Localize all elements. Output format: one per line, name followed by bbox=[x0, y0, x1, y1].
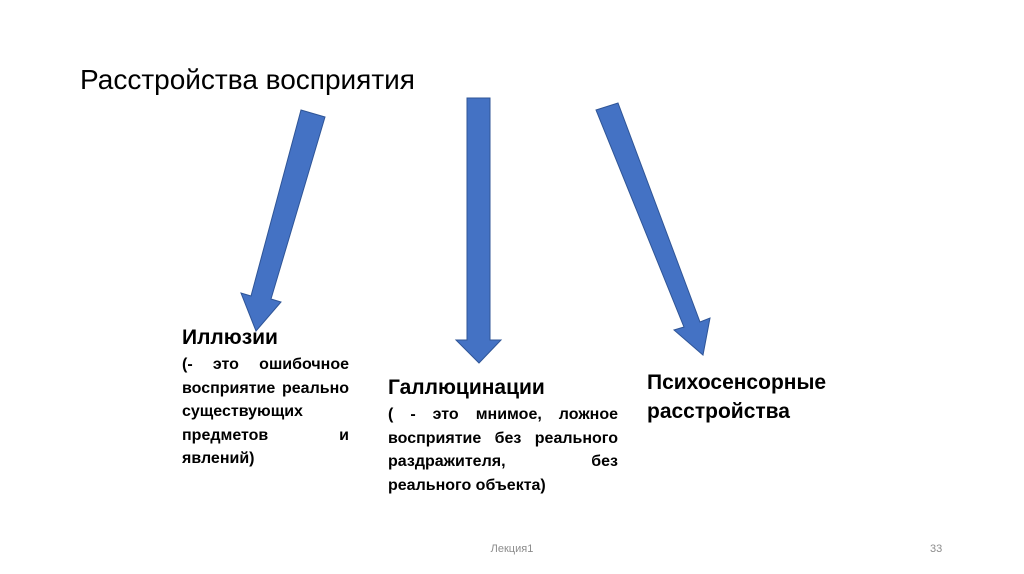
arrow-to-illusions bbox=[240, 109, 326, 332]
node-illusions: Иллюзии (- это ошибочное восприятие реал… bbox=[182, 325, 349, 471]
arrow-to-psychosensory bbox=[595, 102, 711, 356]
slide-title: Расстройства восприятия bbox=[80, 64, 415, 95]
node-hallucinations-heading: Галлюцинации bbox=[388, 376, 545, 399]
page-number: 33 bbox=[930, 543, 943, 555]
node-hallucinations: Галлюцинации ( - это мнимое, ложное восп… bbox=[388, 375, 618, 497]
node-hallucinations-description: ( - это мнимое, ложное восприятие без ре… bbox=[388, 406, 618, 494]
footer-text: Лекция1 bbox=[490, 543, 534, 555]
arrow-to-hallucinations bbox=[454, 97, 503, 364]
node-illusions-description: (- это ошибочное восприятие реально суще… bbox=[182, 356, 349, 467]
node-psychosensory: Психосенсорные расстройства bbox=[647, 368, 877, 426]
node-psychosensory-heading: Психосенсорные расстройства bbox=[647, 371, 827, 423]
node-illusions-heading: Иллюзии bbox=[182, 326, 278, 349]
